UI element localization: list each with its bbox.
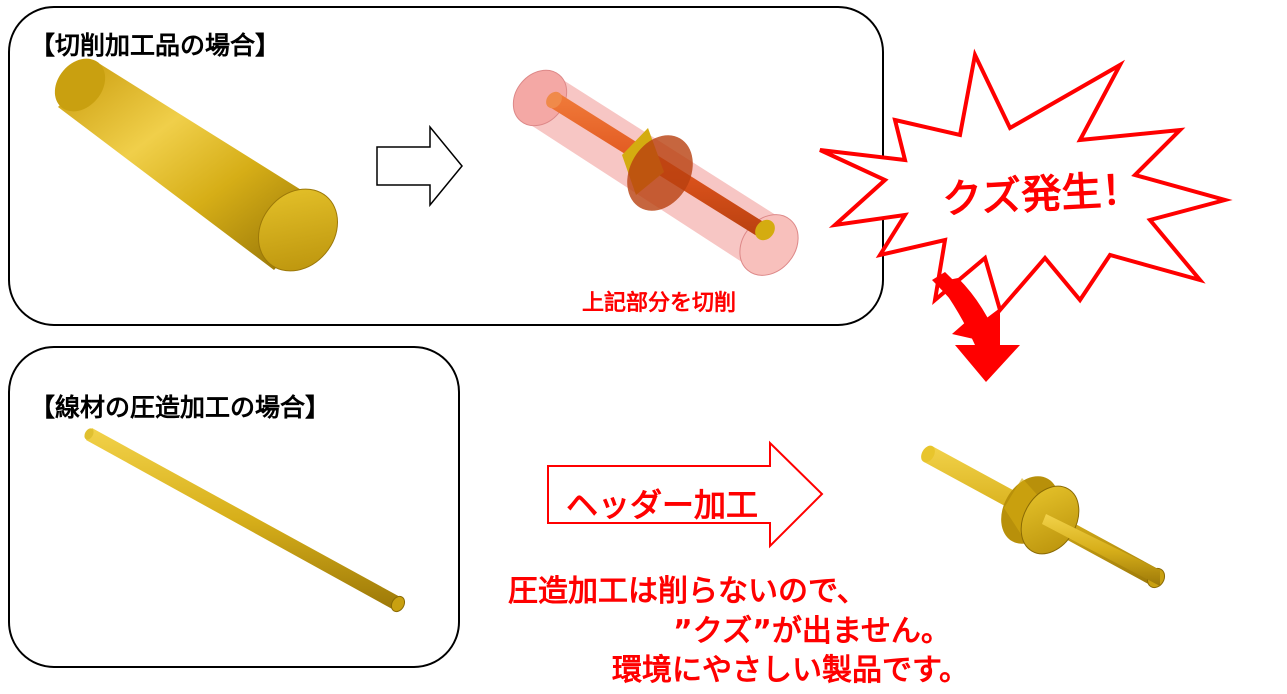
waste-generated-label: クズ発生！ xyxy=(941,166,1143,224)
forging-case-title: 【線材の圧造加工の場合】 xyxy=(30,393,331,422)
forged-part xyxy=(921,445,1166,589)
raw-cylinder xyxy=(54,58,339,272)
header-process-arrow-icon xyxy=(547,440,824,549)
message-line-2: ”クズ”が出ません。 xyxy=(673,614,951,649)
message-line-1: 圧造加工は削らないので、 xyxy=(508,574,867,609)
curved-down-arrow-icon xyxy=(932,272,1020,382)
cut-portion-note: 上記部分を切削 xyxy=(582,291,737,316)
cutting-arrow-icon xyxy=(376,124,463,208)
cutting-case-title: 【切削加工品の場合】 xyxy=(30,31,281,60)
wire-rod xyxy=(84,428,406,613)
header-process-label: ヘッダー加工 xyxy=(566,486,759,524)
machined-part xyxy=(512,69,799,276)
waste-burst-shape xyxy=(819,48,1233,315)
message-line-3: 環境にやさしい製品です。 xyxy=(612,653,969,688)
